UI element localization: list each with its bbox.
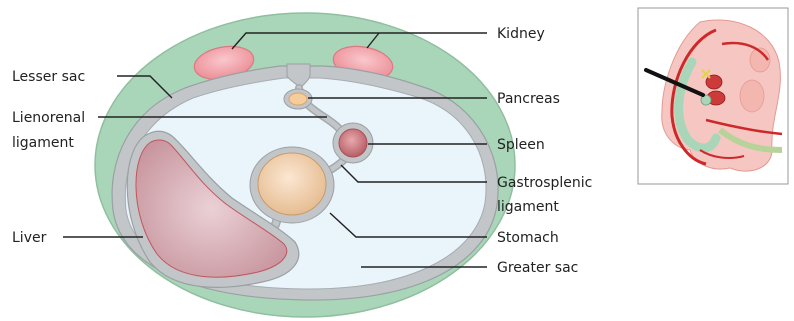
label-lienorenal-1: Lienorenal <box>12 110 85 126</box>
label-kidney: Kidney <box>497 26 545 42</box>
embryo-inset <box>638 8 788 184</box>
label-liver: Liver <box>12 230 47 246</box>
label-spleen: Spleen <box>497 137 545 153</box>
label-gastrosplenic-2: ligament <box>497 199 559 215</box>
label-lesser-sac: Lesser sac <box>12 69 85 85</box>
label-gastrosplenic-1: Gastrosplenic <box>497 175 592 191</box>
spleen <box>339 129 367 157</box>
label-stomach: Stomach <box>497 230 559 246</box>
stomach <box>258 153 326 215</box>
label-lienorenal-2: ligament <box>12 135 74 151</box>
label-greater-sac: Greater sac <box>497 260 578 276</box>
label-pancreas: Pancreas <box>497 91 560 107</box>
pancreas-tissue <box>289 93 307 105</box>
